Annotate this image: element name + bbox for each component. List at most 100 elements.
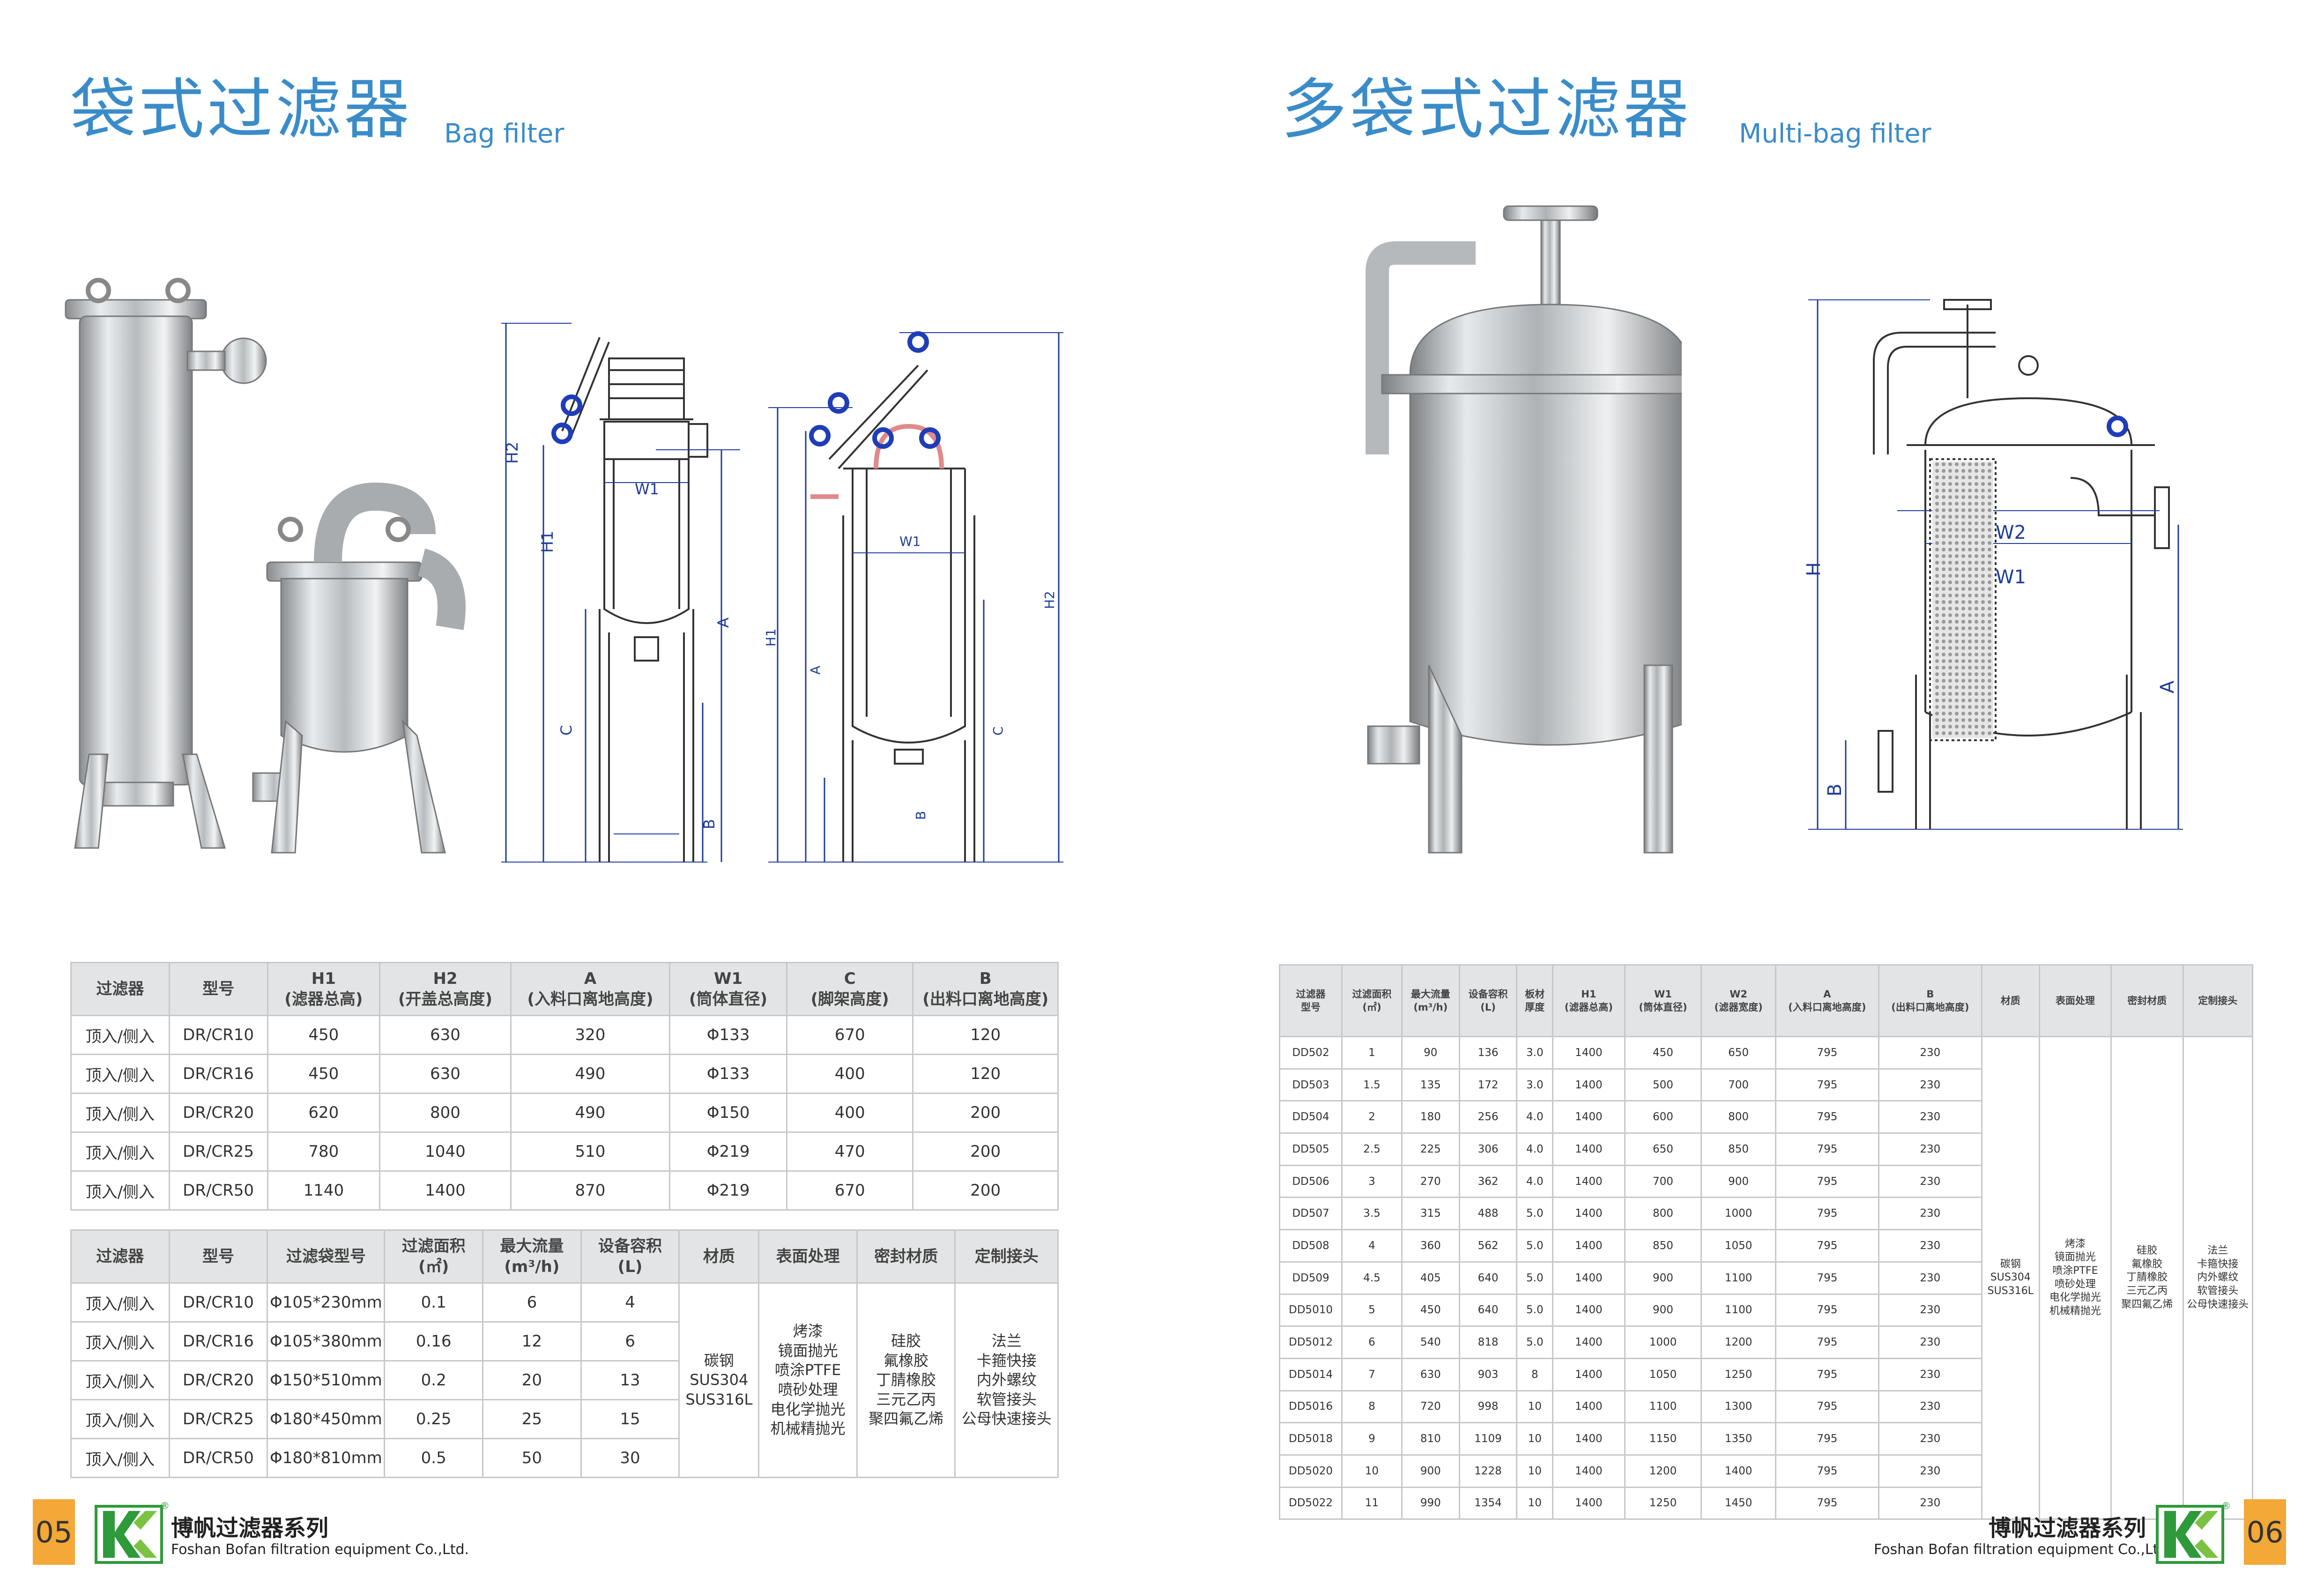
- brand-name-en-right: Foshan Bofan filtration equipment Co.,Lt…: [1874, 1541, 2172, 1558]
- t3-header-seal: 密封材质: [2110, 964, 2184, 1037]
- logo-mark-left: ®: [160, 1500, 170, 1511]
- dim3-label-w1: W1: [1996, 566, 2026, 588]
- t3-header-a: A(入料口离地高度): [1775, 964, 1879, 1037]
- t3-header-w1: W1(筒体直径): [1624, 964, 1702, 1037]
- bofan-logo-right: [2156, 1505, 2224, 1564]
- brand-name-en-left: Foshan Bofan filtration equipment Co.,Lt…: [171, 1541, 469, 1558]
- joint-cell: 法兰卡箍快接内外螺纹软管接头公母快速接头: [954, 1282, 1059, 1478]
- dim3-label-w2: W2: [1996, 522, 2026, 543]
- t1-header-model: 型号: [168, 962, 268, 1016]
- t3-seal-cell: 硅胶氟橡胶丁腈橡胶三元乙丙聚四氟乙烯: [2110, 1035, 2184, 1520]
- bag-filter-photo: [65, 278, 466, 854]
- t3-header-h1: H1(滤器总高): [1552, 964, 1626, 1037]
- dim2-label-b: B: [913, 811, 928, 820]
- left-title-en: Bag filter: [444, 119, 564, 149]
- right-title-en: Multi-bag filter: [1739, 119, 1931, 149]
- t3-header-surface: 表面处理: [2038, 964, 2112, 1037]
- t3-header-volume: 设备容积(L): [1458, 964, 1518, 1037]
- t3-header-b: B(出料口离地高度): [1878, 964, 1982, 1037]
- t2-header-material: 材质: [678, 1229, 760, 1284]
- t3-header-model: 过滤器型号: [1279, 964, 1343, 1037]
- bofan-logo-left: [95, 1505, 163, 1564]
- dim2-label-c: C: [990, 726, 1006, 736]
- dim3-label-h: H: [1803, 562, 1825, 576]
- bag-filter-drawing-1: H2 H1 W1 A C B: [501, 323, 740, 863]
- dim2-label-a: A: [808, 666, 823, 675]
- spec-table: 过滤器 型号 过滤袋型号 过滤面积(㎡) 最大流量(m³/h) 设备容积(L) …: [70, 1229, 1059, 1478]
- dim-label-c: C: [557, 725, 575, 736]
- page-number-left: 05: [33, 1499, 75, 1565]
- t1-header-h1: H1(滤器总高): [267, 962, 381, 1016]
- dim2-label-w1: W1: [899, 534, 921, 549]
- right-title-cn: 多袋式过滤器: [1281, 72, 1692, 148]
- dim3-label-b: B: [1824, 784, 1846, 796]
- t1-header-h2: H2(开盖总高度): [379, 962, 512, 1016]
- t2-header-filter: 过滤器: [70, 1229, 170, 1284]
- t3-header-area: 过滤面积(㎡): [1341, 964, 1403, 1037]
- seal-cell: 硅胶氟橡胶丁腈橡胶三元乙丙聚四氟乙烯: [856, 1282, 956, 1478]
- t2-header-flow: 最大流量(m³/h): [482, 1229, 582, 1284]
- t3-header-joint: 定制接头: [2182, 964, 2254, 1037]
- multi-bag-filter-photo: [1366, 205, 1682, 854]
- t2-header-seal: 密封材质: [856, 1229, 956, 1284]
- t2-header-joint: 定制接头: [954, 1229, 1059, 1284]
- dimension-table: 过滤器 型号 H1(滤器总高) H2(开盖总高度) A(入料口离地高度) W1(…: [70, 962, 1059, 1211]
- t1-header-a: A(入料口离地高度): [510, 962, 671, 1016]
- dim3-label-a: A: [2157, 680, 2178, 693]
- t2-header-area: 过滤面积(㎡): [384, 1229, 484, 1284]
- dim-label-b: B: [700, 819, 718, 829]
- t3-header-thickness: 板材厚度: [1516, 964, 1554, 1037]
- t1-header-w1: W1(筒体直径): [669, 962, 787, 1016]
- t1-header-filter: 过滤器: [70, 962, 170, 1016]
- t3-header-w2: W2(滤器宽度): [1700, 964, 1776, 1037]
- bag-filter-drawing-2: H1 A W1 H2 C B: [763, 331, 1063, 863]
- t2-header-model: 型号: [168, 1229, 268, 1284]
- brand-name-cn-right: 博帆过滤器系列: [1989, 1515, 2146, 1541]
- dim-label-h2: H2: [503, 442, 522, 464]
- multi-bag-filter-drawing: H W2 W1 A B: [1803, 299, 2183, 830]
- dim-label-w1: W1: [635, 480, 659, 498]
- dim-label-a: A: [714, 617, 732, 628]
- t1-header-b: B(出料口离地高度): [912, 962, 1059, 1016]
- t2-header-bag-model: 过滤袋型号: [267, 1229, 386, 1284]
- logo-mark-right: ®: [2221, 1500, 2231, 1511]
- dim2-label-h2: H2: [1042, 591, 1057, 609]
- t2-header-surface: 表面处理: [758, 1229, 858, 1284]
- t3-header-flow: 最大流量(m³/h): [1401, 964, 1460, 1037]
- t2-header-volume: 设备容积(L): [580, 1229, 680, 1284]
- t1-header-c: C(脚架高度): [786, 962, 914, 1016]
- dim-label-h1: H1: [538, 531, 557, 553]
- dim2-label-h1: H1: [763, 628, 779, 647]
- multi-bag-spec-table: 过滤器型号 过滤面积(㎡) 最大流量(m³/h) 设备容积(L) 板材厚度 H1…: [1279, 964, 2254, 1520]
- t3-header-material: 材质: [1981, 964, 2040, 1037]
- page-number-right: 06: [2244, 1499, 2286, 1565]
- t3-joint-cell: 法兰卡箍快接内外螺纹软管接头公母快速接头: [2182, 1035, 2254, 1520]
